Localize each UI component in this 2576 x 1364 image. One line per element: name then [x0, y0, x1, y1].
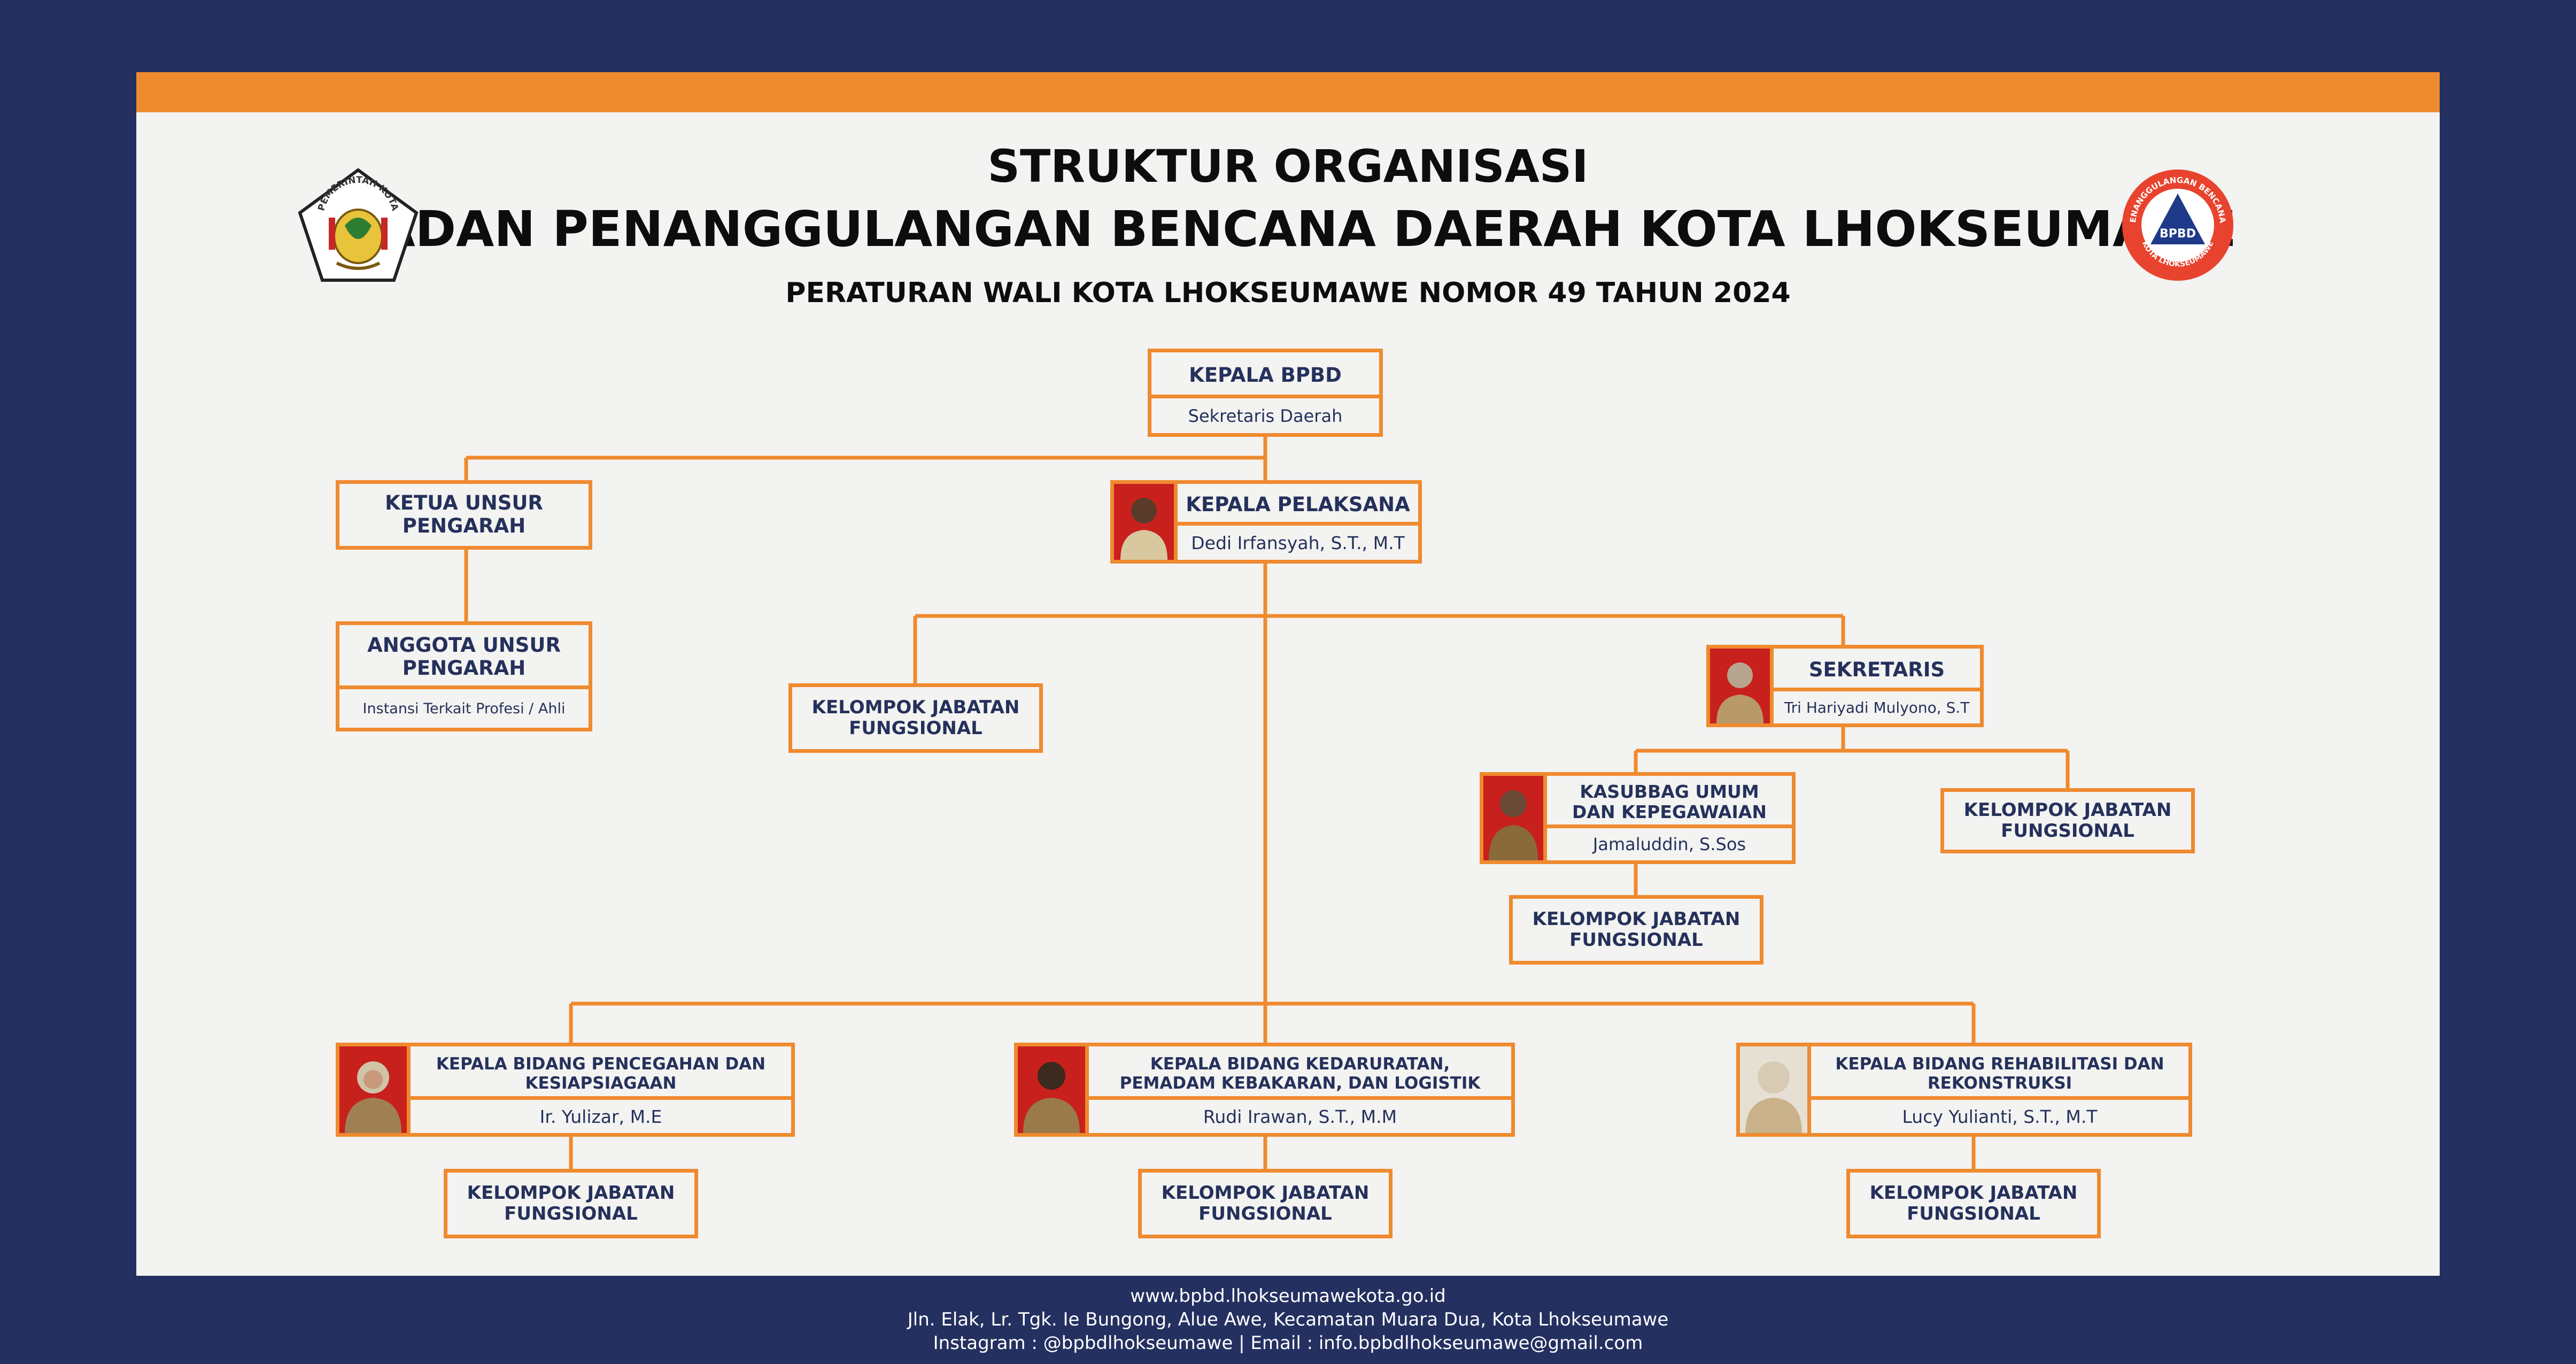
- node-title: KEPALA BIDANG PENCEGAHAN DAN KESIAPSIAGA…: [436, 1054, 766, 1093]
- node-title: KEPALA PELAKSANA: [1186, 492, 1410, 516]
- node-title: KETUA UNSUR PENGARAH: [385, 491, 543, 537]
- node-name: Rudi Irawan, S.T., M.M: [1089, 1096, 1511, 1133]
- node-title: KELOMPOK JABATAN FUNGSIONAL: [1532, 908, 1740, 951]
- node-kjf-kedaruratan: KELOMPOK JABATAN FUNGSIONAL: [1138, 1169, 1393, 1238]
- node-kjf-sekretaris: KELOMPOK JABATAN FUNGSIONAL: [1940, 788, 2195, 853]
- node-name: Dedi Irfansyah, S.T., M.T: [1178, 522, 1418, 560]
- node-bidang-pencegahan: KEPALA BIDANG PENCEGAHAN DAN KESIAPSIAGA…: [407, 1043, 795, 1137]
- person-photo-icon: [1480, 772, 1547, 864]
- bpbd-logo-icon: BADAN PENANGGULANGAN BENCANA DAERAH KOTA…: [2119, 167, 2233, 281]
- node-kjf-pelaksana: KELOMPOK JABATAN FUNGSIONAL: [788, 683, 1043, 753]
- footer-website: www.bpbd.lhokseumawekota.go.id: [1130, 1285, 1446, 1307]
- agency-title: BADAN PENANGGULANGAN BENCANA DAERAH KOTA…: [339, 201, 2237, 258]
- node-sekretaris: SEKRETARIS Tri Hariyadi Mulyono, S.T: [1770, 645, 1984, 727]
- node-ketua-unsur-pengarah: KETUA UNSUR PENGARAH: [336, 480, 592, 550]
- regulation-subtitle: PERATURAN WALI KOTA LHOKSEUMAWE NOMOR 49…: [785, 277, 1791, 309]
- bpbd-logo-center-text: BPBD: [2160, 227, 2196, 241]
- node-title: KELOMPOK JABATAN FUNGSIONAL: [1161, 1182, 1370, 1224]
- node-title: SEKRETARIS: [1808, 658, 1945, 681]
- node-name: Instansi Terkait Profesi / Ahli: [339, 685, 589, 728]
- node-kepala-pelaksana: KEPALA PELAKSANA Dedi Irfansyah, S.T., M…: [1174, 480, 1422, 564]
- node-bidang-kedaruratan: KEPALA BIDANG KEDARURATAN, PEMADAM KEBAK…: [1085, 1043, 1515, 1137]
- node-kjf-pencegahan: KELOMPOK JABATAN FUNGSIONAL: [444, 1169, 698, 1238]
- person-photo-icon: [336, 1043, 411, 1137]
- person-photo-icon: [1110, 480, 1178, 564]
- node-title: ANGGOTA UNSUR PENGARAH: [367, 634, 561, 680]
- person-photo-icon: [1014, 1043, 1089, 1137]
- page-title: STRUKTUR ORGANISASI: [987, 140, 1589, 192]
- footer-contact: Instagram : @bpbdlhokseumawe | Email : i…: [933, 1332, 1643, 1354]
- node-title: KELOMPOK JABATAN FUNGSIONAL: [467, 1182, 675, 1224]
- node-title: KELOMPOK JABATAN FUNGSIONAL: [1869, 1182, 2078, 1224]
- node-title: KEPALA BIDANG REHABILITASI DAN REKONSTRU…: [1835, 1054, 2164, 1093]
- node-title: KEPALA BPBD: [1189, 363, 1342, 387]
- node-name: Jamaluddin, S.Sos: [1547, 824, 1792, 860]
- footer-address: Jln. Elak, Lr. Tgk. Ie Bungong, Alue Awe…: [907, 1309, 1669, 1330]
- node-name: Ir. Yulizar, M.E: [411, 1096, 791, 1133]
- accent-bar: [136, 72, 2440, 112]
- node-kasubbag-umum: KASUBBAG UMUM DAN KEPEGAWAIAN Jamaluddin…: [1543, 772, 1796, 864]
- node-name: Tri Hariyadi Mulyono, S.T: [1774, 688, 1980, 723]
- node-name: Sekretaris Daerah: [1151, 395, 1379, 433]
- node-title: KEPALA BIDANG KEDARURATAN, PEMADAM KEBAK…: [1119, 1054, 1481, 1093]
- city-government-emblem-icon: PEMERINTAH KOTA: [298, 168, 419, 282]
- node-title: KELOMPOK JABATAN FUNGSIONAL: [1963, 799, 2172, 842]
- person-photo-icon: [1706, 645, 1774, 727]
- node-title: KASUBBAG UMUM DAN KEPEGAWAIAN: [1572, 781, 1767, 822]
- node-kepala-bpbd: KEPALA BPBD Sekretaris Daerah: [1148, 349, 1383, 437]
- node-bidang-rehabilitasi: KEPALA BIDANG REHABILITASI DAN REKONSTRU…: [1807, 1043, 2192, 1137]
- node-anggota-unsur-pengarah: ANGGOTA UNSUR PENGARAH Instansi Terkait …: [336, 621, 592, 731]
- node-name: Lucy Yulianti, S.T., M.T: [1811, 1096, 2188, 1133]
- node-kjf-rehabilitasi: KELOMPOK JABATAN FUNGSIONAL: [1846, 1169, 2101, 1238]
- node-kjf-kasubbag: KELOMPOK JABATAN FUNGSIONAL: [1509, 895, 1763, 965]
- person-photo-icon: [1736, 1043, 1811, 1137]
- node-title: KELOMPOK JABATAN FUNGSIONAL: [811, 696, 1020, 739]
